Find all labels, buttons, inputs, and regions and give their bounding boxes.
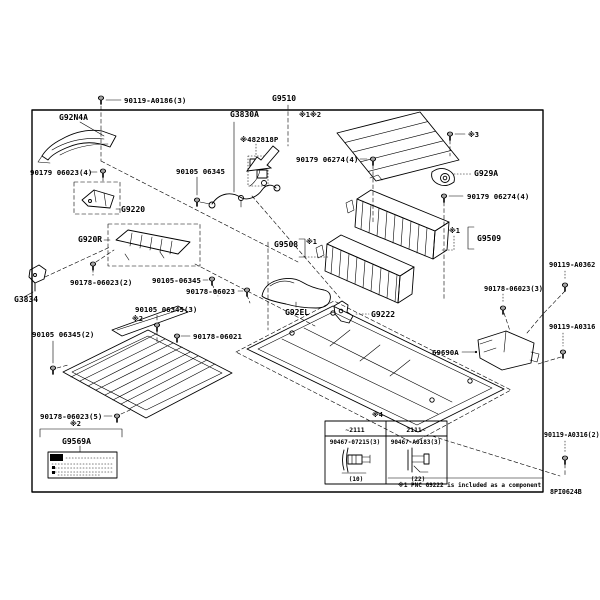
part-label-90179-06274-4a: 90179 06274(4) <box>296 155 358 164</box>
part-g3830a-harness <box>208 184 281 209</box>
part-g92n4a-cover <box>37 129 117 164</box>
part-label-mark3: ※3 <box>468 130 479 139</box>
part-label-mark2-label: ※2 <box>70 419 81 428</box>
footnote-text: ※1 PNC G9222 is included as a component <box>398 482 541 489</box>
part-label-90179-06023-4: 90179 06023(4) <box>30 168 92 177</box>
diagram-border <box>31 109 544 493</box>
part-label-90119-a0362: 90119-A0362 <box>549 261 595 269</box>
part-label-g9569a: G9569A <box>62 437 91 446</box>
part-battery-tray <box>246 305 505 433</box>
part-cover-strip <box>111 305 189 337</box>
construction-lines <box>44 104 566 478</box>
direction-arrow-icon <box>246 145 280 172</box>
clip-drawing-right <box>407 447 430 473</box>
part-label-g9510: G9510 <box>272 94 296 103</box>
part-label-g9508: G9508 <box>274 240 298 249</box>
part-lower-cover <box>62 329 233 419</box>
part-g9220-bracket <box>81 189 115 209</box>
part-69690a-bracket <box>477 330 540 371</box>
part-label-g920r: G920R <box>78 235 102 244</box>
table-part-left: 90467-07215(3) <box>330 439 381 446</box>
part-g920r-frame <box>115 229 191 261</box>
figure-code: 8PI0624B <box>550 488 582 496</box>
clip-dim-left: (10) <box>349 476 363 483</box>
part-g9508-stack <box>315 234 415 304</box>
leader-lines <box>23 99 544 479</box>
part-label-g9220: G9220 <box>121 205 145 214</box>
part-label-g929a: G929A <box>474 169 498 178</box>
part-label-90119-a0186-3: 90119-A0186(3) <box>124 96 186 105</box>
table-header-left: ~2111 <box>345 426 364 434</box>
part-label-90105-06345b: 90105-06345 <box>152 276 201 285</box>
part-g929a-duct <box>431 167 455 187</box>
part-label-90119-a0316: 90119-A0316 <box>549 323 595 331</box>
part-label-90178-06023-3: 90178-06023(3) <box>484 285 543 293</box>
part-label-g92el: G92EL <box>285 308 309 317</box>
table-header-right: 2111~ <box>406 426 425 434</box>
part-label-mark4-table: ※4 <box>372 410 383 419</box>
clip-table: ~2111 2111~ 90467-07215(3) 90467-A0183(3… <box>324 420 448 485</box>
part-g92el-duct <box>261 277 331 309</box>
part-label-90105-06345-3: 90105 06345(3) <box>135 305 197 314</box>
table-part-right: 90467-A0183(3) <box>391 439 442 446</box>
part-label-90178-06023-2: 90178-06023(2) <box>70 278 132 287</box>
part-label-90105-06345a: 90105 06345 <box>176 167 225 176</box>
part-label-g9509: G9509 <box>477 234 501 243</box>
clip-dim-right: (22) <box>411 476 425 483</box>
part-label-90178-06021: 90178-06021 <box>193 332 242 341</box>
part-label-assy-marks: ※1※2 <box>299 110 321 119</box>
part-label-90178-06023-5: 90178-06023(5) <box>40 412 102 421</box>
part-label-90105-06345-2: 90105 06345(2) <box>32 330 94 339</box>
part-label-82818p: ※482818P <box>240 135 279 144</box>
caution-label-g9569a <box>47 451 118 479</box>
part-label-g3830a: G3830A <box>230 110 259 119</box>
part-label-mark1-g9509: ※1 <box>449 226 460 235</box>
clip-drawing-left <box>341 447 371 474</box>
part-label-90179-06274-4b: 90179 06274(4) <box>467 192 529 201</box>
part-g3834-clip <box>28 264 47 292</box>
part-label-g3834: G3834 <box>14 295 38 304</box>
part-label-mark2-strip: ※2 <box>132 314 143 323</box>
part-label-90119-a0316-2: 90119-A0316(2) <box>544 431 600 439</box>
part-label-g9222: G9222 <box>371 310 395 319</box>
part-g9510-cover <box>336 111 460 182</box>
part-label-69690a: 69690A <box>432 348 459 357</box>
part-label-g92n4a: G92N4A <box>59 113 88 122</box>
part-label-mark1-g9508: ※1 <box>306 237 317 246</box>
part-label-90178-06023a: 90178-06023 <box>186 287 235 296</box>
part-g9509-stack <box>345 189 450 260</box>
